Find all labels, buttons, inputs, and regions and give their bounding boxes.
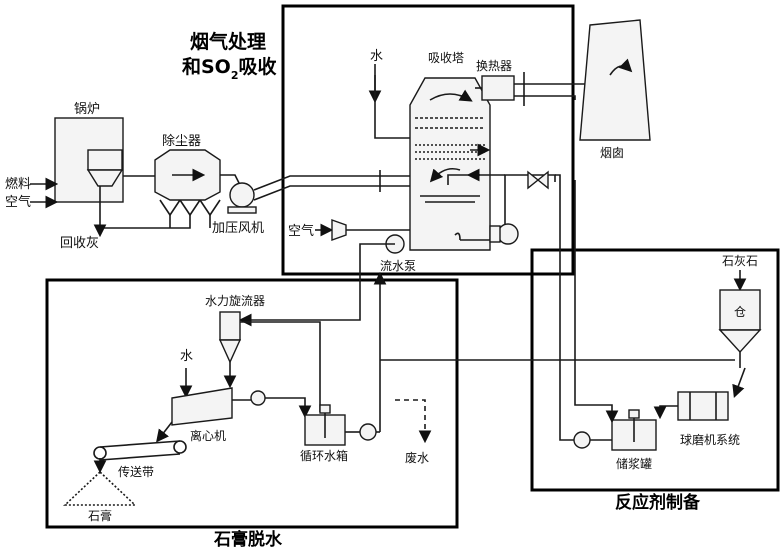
circ-pump	[359, 423, 377, 441]
water-top-label: 水	[370, 49, 383, 64]
reagent-section-frame	[530, 248, 780, 492]
conveyor-label: 传送带	[118, 464, 154, 479]
dust-collector-label: 除尘器	[162, 134, 201, 149]
slurry-pump	[573, 431, 591, 449]
air-left-label: 空气	[5, 194, 31, 210]
ash-label: 回收灰	[60, 236, 99, 251]
hydrocyclone-label: 水力旋流器	[205, 294, 265, 308]
chimney-label: 烟囱	[600, 146, 624, 160]
booster-fan	[227, 182, 257, 214]
air-mid-label: 空气	[288, 223, 314, 239]
fuel-label: 燃料	[5, 176, 31, 192]
circ-tank-label: 循环水箱	[300, 448, 348, 463]
section-title-flue-gas-1: 烟气处理	[190, 30, 266, 53]
centrifuge-label: 离心机	[190, 428, 226, 443]
flue-gas-section-frame	[281, 4, 575, 276]
absorber-label: 吸收塔	[428, 51, 464, 65]
ball-mill-label: 球磨机系统	[680, 433, 740, 447]
limestone-silo	[718, 289, 762, 354]
heat-exchanger-label: 换热器	[476, 59, 512, 73]
absorber-tower	[409, 77, 491, 251]
dust-collector	[154, 149, 221, 217]
waste-water-label: 废水	[405, 450, 429, 465]
slurry-tank	[611, 409, 657, 451]
recirc-pump	[497, 223, 519, 245]
boiler-label: 锅炉	[74, 101, 100, 117]
ball-mill	[677, 391, 729, 421]
silo-label: 仓	[734, 305, 746, 319]
pump-label: 流水泵	[380, 259, 416, 273]
boiler	[54, 117, 124, 203]
limestone-label: 石灰石	[722, 254, 758, 268]
section-title-reagent: 反应剂制备	[615, 492, 701, 513]
centrifuge	[171, 387, 233, 426]
chimney	[579, 19, 651, 141]
gypsum-section-frame	[45, 278, 459, 529]
gypsum-pile	[62, 470, 138, 506]
hydrocyclone	[218, 311, 242, 364]
conveyor	[93, 440, 187, 461]
water-gypsum-label: 水	[180, 349, 193, 364]
section-title-flue-gas-2: 和SO2吸收	[182, 55, 277, 82]
slurry-tank-label: 储浆罐	[616, 456, 652, 471]
circulation-tank	[304, 404, 346, 446]
gypsum-product-label: 石膏	[88, 508, 112, 523]
centrifuge-pump	[250, 390, 266, 406]
heat-exchanger	[481, 75, 515, 101]
section-title-gypsum: 石膏脱水	[213, 529, 283, 550]
booster-fan-label: 加压风机	[212, 221, 264, 236]
valve-icon	[527, 170, 549, 190]
air-blower	[331, 219, 347, 241]
